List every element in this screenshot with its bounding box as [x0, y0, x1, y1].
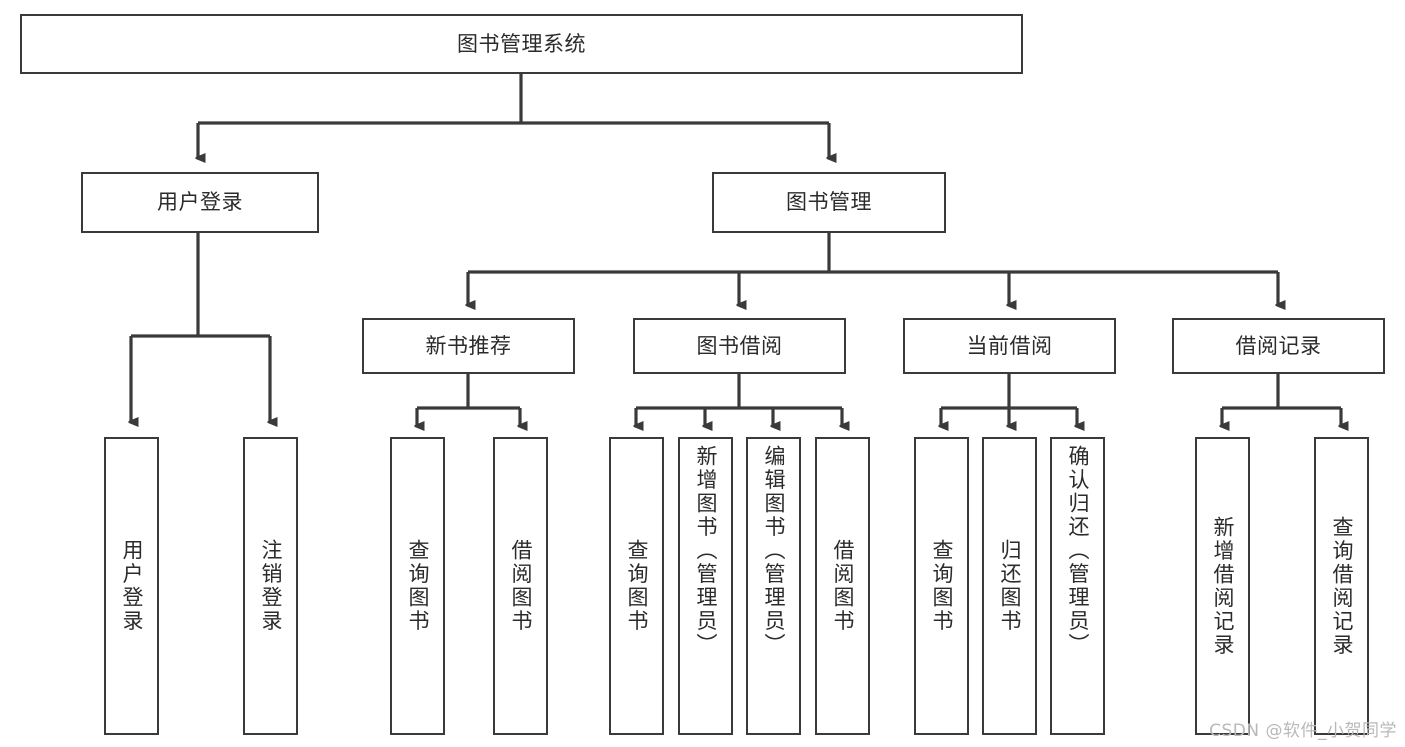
leaf-user-login[interactable]: 用户登录: [104, 437, 159, 735]
node-book-manage[interactable]: 图书管理: [712, 172, 946, 233]
leaf-add-record[interactable]: 新增借阅记录: [1195, 437, 1250, 735]
node-user-login-label: 用户登录: [157, 190, 243, 215]
leaf-borrow-book-2[interactable]: 借阅图书: [815, 437, 870, 735]
csdn-watermark: CSDN @软件_小贺同学: [1209, 721, 1397, 741]
leaf-logout[interactable]: 注销登录: [243, 437, 298, 735]
node-new-book-rec-label: 新书推荐: [425, 333, 512, 358]
leaf-return-book[interactable]: 归还图书: [982, 437, 1037, 735]
leaf-query-book-3[interactable]: 查询图书: [914, 437, 969, 735]
leaf-confirm-return[interactable]: 确认归还（管理员）: [1050, 437, 1105, 735]
leaf-edit-book[interactable]: 编辑图书（管理员）: [746, 437, 801, 735]
node-current-borrow[interactable]: 当前借阅: [903, 318, 1116, 374]
leaf-query-book-2-label: 查询图书: [625, 539, 649, 633]
node-book-borrow-label: 图书借阅: [696, 333, 783, 358]
leaf-confirm-return-label: 确认归还（管理员）: [1066, 445, 1090, 657]
leaf-borrow-book-2-label: 借阅图书: [831, 539, 855, 633]
node-book-manage-label: 图书管理: [786, 190, 872, 215]
leaf-query-book-3-label: 查询图书: [930, 539, 954, 633]
leaf-add-book[interactable]: 新增图书（管理员）: [678, 437, 733, 735]
leaf-return-book-label: 归还图书: [998, 539, 1022, 633]
leaf-query-book-1[interactable]: 查询图书: [390, 437, 445, 735]
leaf-query-book-2[interactable]: 查询图书: [609, 437, 664, 735]
leaf-query-record-label: 查询借阅记录: [1330, 515, 1354, 657]
leaf-query-record[interactable]: 查询借阅记录: [1314, 437, 1369, 735]
node-root-label: 图书管理系统: [457, 31, 586, 56]
leaf-user-login-label: 用户登录: [120, 539, 144, 633]
node-current-borrow-label: 当前借阅: [966, 333, 1053, 358]
leaf-add-book-label: 新增图书（管理员）: [694, 445, 718, 657]
node-book-borrow[interactable]: 图书借阅: [633, 318, 846, 374]
node-borrow-record[interactable]: 借阅记录: [1172, 318, 1385, 374]
leaf-query-book-1-label: 查询图书: [406, 539, 430, 633]
leaf-edit-book-label: 编辑图书（管理员）: [762, 445, 786, 657]
leaf-borrow-book-1[interactable]: 借阅图书: [493, 437, 548, 735]
leaf-borrow-book-1-label: 借阅图书: [509, 539, 533, 633]
node-new-book-rec[interactable]: 新书推荐: [362, 318, 575, 374]
node-borrow-record-label: 借阅记录: [1235, 333, 1322, 358]
leaf-logout-label: 注销登录: [259, 539, 283, 633]
node-root[interactable]: 图书管理系统: [20, 14, 1023, 74]
leaf-add-record-label: 新增借阅记录: [1211, 515, 1235, 657]
node-user-login[interactable]: 用户登录: [81, 172, 319, 233]
